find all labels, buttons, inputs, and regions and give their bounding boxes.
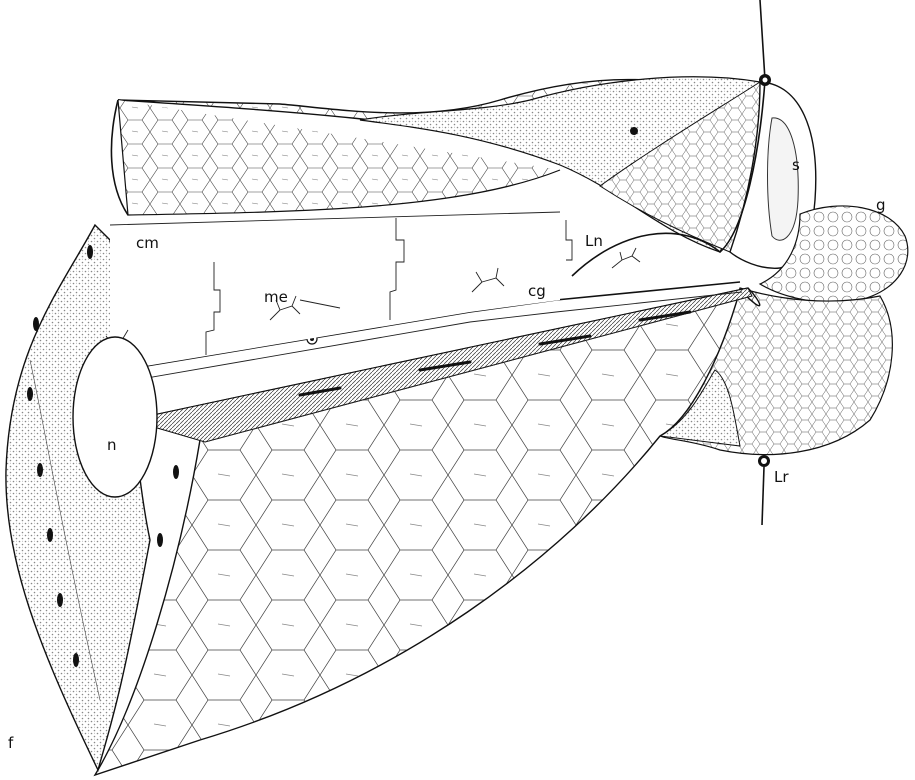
label-cm: cm [136, 234, 159, 252]
label-lr: Lr [774, 468, 789, 486]
label-f: f [8, 734, 14, 752]
label-n: n [107, 436, 117, 454]
label-ln: Ln [585, 232, 603, 250]
label-s: s [792, 156, 800, 174]
label-me: me [264, 288, 288, 306]
label-cg: cg [528, 282, 546, 300]
label-g: g [876, 196, 886, 214]
rod-end-n [73, 337, 157, 497]
marker-dot [630, 127, 638, 135]
